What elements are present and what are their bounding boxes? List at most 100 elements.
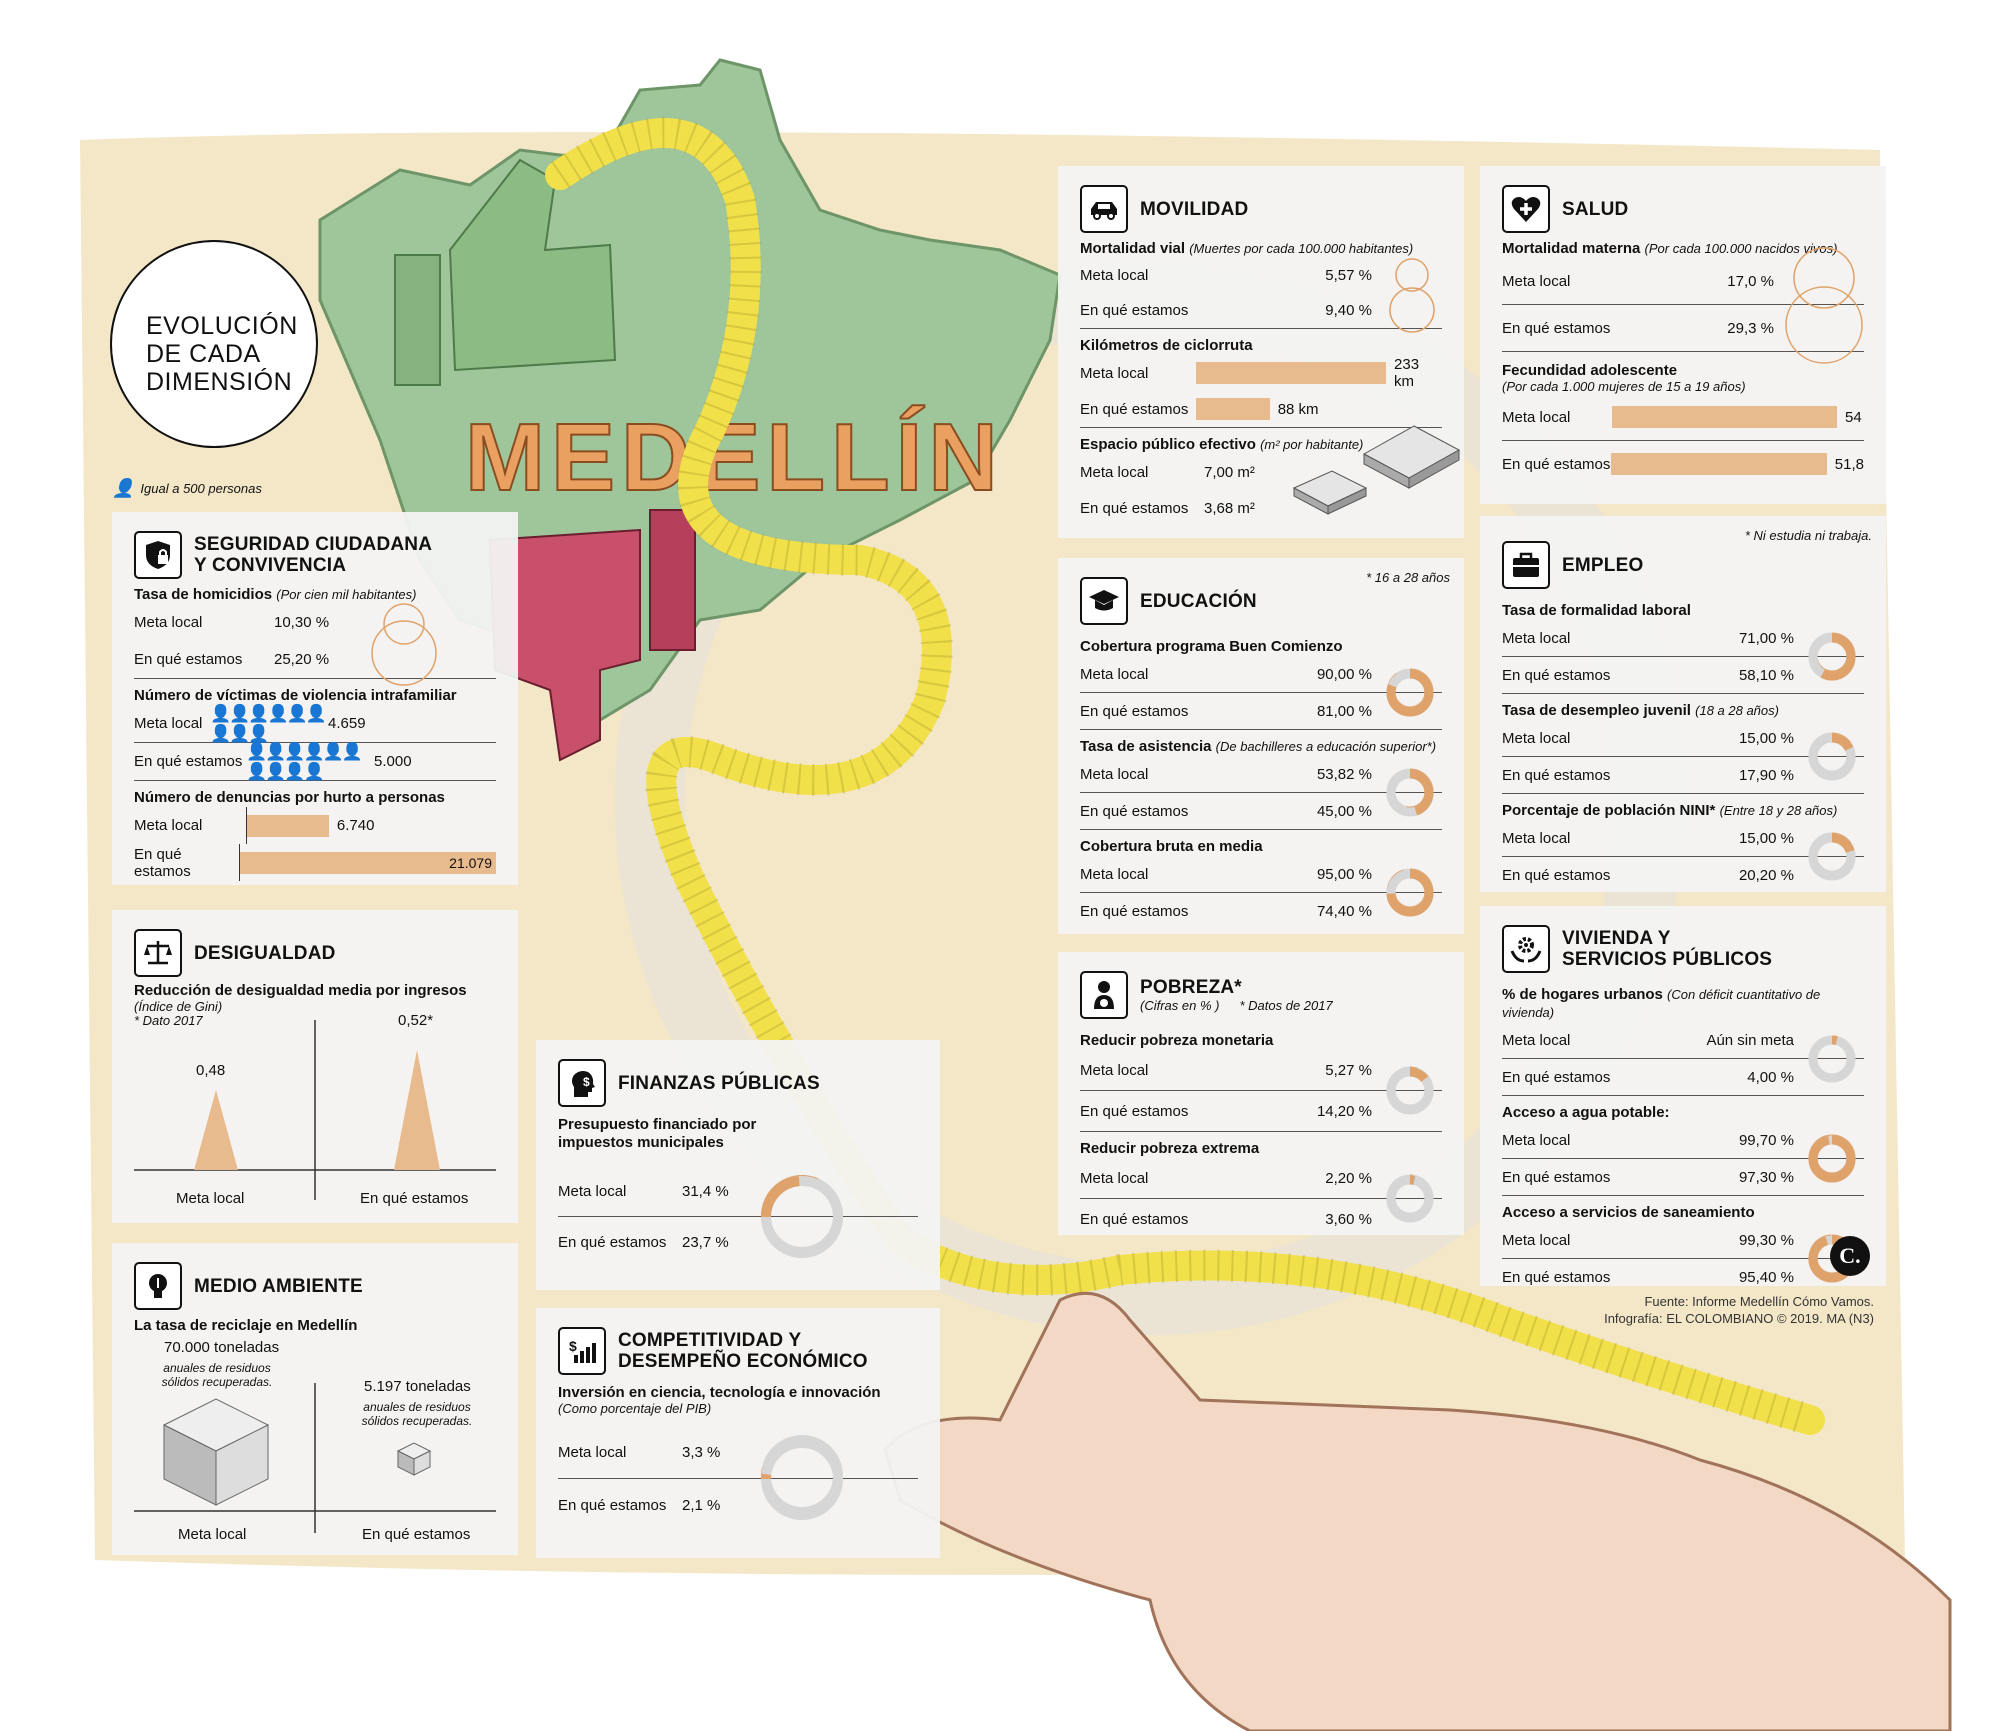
homicidios-meta-circle — [383, 603, 425, 645]
indicator-label: Tasa de formalidad laboral — [1502, 602, 1864, 620]
indicator-label: Cobertura bruta en media — [1080, 838, 1442, 856]
estamos-label: En qué estamos — [1502, 455, 1611, 473]
reciclaje-chart — [134, 1383, 496, 1533]
estamos-label: En qué estamos — [1080, 301, 1189, 319]
panel-salud: SALUD Mortalidad materna (Por cada 100.0… — [1480, 166, 1886, 504]
legend-person: 👤 Igual a 500 personas — [112, 478, 262, 498]
materna-meta: 17,0 % — [1727, 272, 1774, 290]
ciencia-estamos-donut — [761, 1438, 843, 1520]
people-icons-meta: 👤👤👤👤👤👤👤👤👤 — [210, 703, 327, 743]
indicator-title: Tasa de asistencia — [1080, 738, 1212, 755]
ciclo-label: Kilómetros de ciclorruta — [1080, 337, 1253, 354]
donut-value-arc — [1386, 769, 1434, 817]
mortalidad-estamos: 9,40 % — [1325, 301, 1372, 319]
estamos-value: 74,40 % — [1316, 902, 1372, 920]
donut-track — [1386, 1175, 1434, 1223]
reciclaje-estamos-value: 5.197 toneladas — [364, 1378, 471, 1395]
ciclo-estamos: 88 km — [1277, 400, 1319, 418]
hands-gear-icon — [1502, 925, 1550, 973]
meta-value: 53,82 % — [1316, 765, 1372, 783]
donut-value-arc — [761, 1438, 843, 1520]
ciencia-estamos: 2,1 % — [682, 1496, 721, 1514]
panel-title: FINANZAS PÚBLICAS — [618, 1072, 820, 1094]
estamos-value: 97,30 % — [1738, 1168, 1794, 1186]
estamos-label: En qué estamos — [1080, 702, 1189, 720]
hurto-label: Número de denuncias por hurto a personas — [134, 789, 445, 806]
panel-title: SALUD — [1562, 198, 1629, 220]
donut-value-arc — [761, 1176, 843, 1258]
meta-label: Meta local — [1080, 1061, 1149, 1079]
gini-chart — [134, 1020, 496, 1200]
estamos-label: En qué estamos — [1080, 802, 1189, 820]
donut-chart — [1386, 669, 1434, 717]
svg-text:$: $ — [583, 1075, 590, 1089]
materna-label: Mortalidad materna — [1502, 240, 1641, 257]
estamos-value: 14,20 % — [1316, 1102, 1372, 1120]
thumbs-down-icon — [488, 509, 696, 762]
gini-meta-value: 0,48 — [196, 1062, 226, 1079]
meta-label: Meta local — [558, 1182, 627, 1200]
pib-note: (Como porcentaje del PIB) — [558, 1401, 712, 1416]
panel-medio-ambiente: MEDIO AMBIENTE La tasa de reciclaje en M… — [112, 1243, 518, 1555]
reciclaje-meta-value: 70.000 toneladas — [164, 1339, 280, 1356]
meta-label: Meta local — [558, 1443, 627, 1461]
meta-label: Meta local — [1080, 266, 1149, 284]
ciencia-meta: 3,3 % — [682, 1443, 721, 1461]
donut-chart — [1808, 733, 1856, 781]
indicator-row: En qué estamos 14,20 % — [1080, 1067, 1442, 1132]
empleo-note: * Ni estudia ni trabaja. — [1744, 528, 1872, 543]
fecundidad-note: (Por cada 1.000 mujeres de 15 a 19 años) — [1502, 379, 1746, 394]
measuring-tape — [545, 118, 1825, 1435]
estamos-label: En qué estamos — [1080, 1210, 1189, 1228]
meta-label: Meta local — [1080, 364, 1149, 382]
scale-icon — [134, 929, 182, 977]
indicator-label: Reducir pobreza monetaria — [1080, 1032, 1442, 1050]
estamos-donut — [1382, 669, 1442, 729]
materna-note: (Por cada 100.000 nacidos vivos) — [1644, 241, 1838, 256]
heart-cross-icon — [1502, 185, 1550, 233]
donut-chart — [1386, 1175, 1434, 1223]
donut-value-arc — [1386, 1067, 1434, 1115]
measuring-tape-edge — [551, 117, 1815, 1436]
indicator-label: Tasa de desempleo juvenil (18 a 28 años) — [1502, 702, 1864, 720]
estamos-value: 95,40 % — [1738, 1268, 1794, 1286]
fecundidad-estamos-bar — [1611, 453, 1827, 475]
ciencia-label: Inversión en ciencia, tecnología e innov… — [558, 1384, 881, 1401]
gini-meta-mark — [194, 1090, 238, 1170]
title-line-2: DE CADA — [146, 340, 261, 368]
gini-note: (Índice de Gini) — [134, 999, 223, 1014]
reciclaje-meta-sub: anuales de residuos sólidos recuperadas. — [161, 1361, 273, 1389]
estamos-label: En qué estamos — [134, 845, 191, 880]
estamos-label: En qué estamos — [1080, 1102, 1189, 1120]
pobreza-cifras: (Cifras en % ) — [1140, 998, 1220, 1013]
donut-value-arc — [1808, 833, 1856, 881]
panel-title-2: SERVICIOS PÚBLICOS — [1562, 949, 1773, 970]
estamos-donut — [1804, 733, 1864, 793]
fecundidad-label: Fecundidad adolescente — [1502, 362, 1678, 379]
estamos-donut — [1382, 1175, 1442, 1239]
panel-empleo: * Ni estudia ni trabaja. EMPLEO Tasa de … — [1480, 516, 1886, 892]
homicidios-estamos: 25,20 % — [274, 651, 330, 668]
panel-pobreza: POBREZA*(Cifras en % )* Datos de 2017 Re… — [1058, 952, 1464, 1235]
meta-label: Meta local — [1502, 272, 1571, 290]
estamos-donut — [1382, 769, 1442, 829]
desigualdad-label: Reducción de desigualdad media por ingre… — [134, 982, 467, 999]
mortalidad-estamos-circle — [1389, 287, 1435, 333]
mortalidad-label: Mortalidad vial — [1080, 240, 1186, 257]
estamos-donut — [1804, 633, 1864, 693]
reciclaje-estamos-sub: anuales de residuos sólidos recuperadas. — [361, 1400, 473, 1428]
meta-label: Meta local — [1502, 1231, 1571, 1249]
espacio-tiles — [1292, 425, 1461, 515]
donut-track — [1808, 1035, 1856, 1083]
estamos-label: En qué estamos — [134, 753, 243, 770]
graduation-cap-icon — [1080, 577, 1128, 625]
colombiano-logo: C. — [1830, 1236, 1870, 1276]
person-sad-icon — [1080, 971, 1128, 1019]
meta-label: Meta local — [1502, 1031, 1571, 1049]
estamos-label: En qué estamos — [1080, 499, 1189, 517]
person-icon: 👤 — [112, 478, 135, 498]
